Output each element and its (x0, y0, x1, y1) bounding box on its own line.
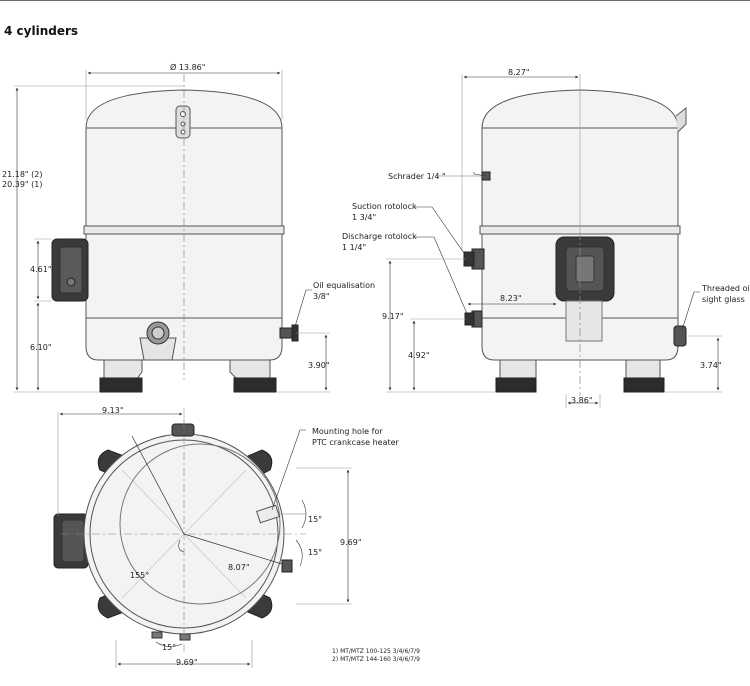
discharge-height-label: 4.92" (408, 351, 430, 360)
top-dome (119, 443, 281, 605)
mounting-hole-label: Mounting hole for (312, 427, 383, 436)
oil-equalisation-height-label: 3.90" (308, 361, 330, 370)
top-fitting (171, 423, 195, 437)
side-foot-left (495, 354, 537, 393)
side-view (463, 89, 687, 396)
front-height-label-2: 21.18" (2) (2, 170, 42, 179)
front-foot-right (229, 354, 277, 393)
main-angle-label: 155° (130, 571, 149, 580)
front-sight-glass (139, 321, 177, 361)
schrader-label: Schrader 1/4 " (388, 172, 446, 181)
box-offset-label: 3.86" (571, 396, 593, 405)
top-foot-ul (97, 449, 125, 477)
discharge-label: Discharge rotolock (342, 232, 417, 241)
sight-glass-label-2: sight glass (702, 295, 745, 304)
bottom-angle-label: 15° (162, 643, 176, 652)
top-foot-lr (247, 591, 273, 619)
discharge-rotolock (464, 310, 483, 328)
side-width-label: 8.27" (508, 68, 530, 77)
top-rule (0, 0, 750, 1)
side-lug (675, 106, 687, 133)
front-view (51, 74, 299, 393)
front-diameter-label: Ø 13.86" (170, 62, 205, 72)
front-dimensions (14, 70, 330, 393)
top-view (53, 420, 306, 652)
top-dimensions (57, 408, 352, 668)
sight-glass-height-label: 3.74" (700, 361, 722, 370)
ptc-heater-hole (256, 504, 280, 524)
suction-label: Suction rotolock (352, 202, 417, 211)
discharge-size-label: 1 1/4" (342, 243, 366, 252)
page-heading: 4 cylinders (4, 24, 79, 38)
oil-sight-glass (673, 325, 687, 347)
top-foot-ll (97, 591, 125, 619)
suction-size-label: 1 3/4" (352, 213, 376, 222)
terminal-box-base-label: 6.10" (30, 343, 52, 352)
angle-upper-label: 15° (308, 515, 322, 524)
top-width-bottom-label: 9.69" (176, 658, 198, 667)
top-right-fitting (281, 559, 293, 573)
oil-equalisation-size: 3/8" (313, 292, 330, 301)
sight-glass-label: Threaded oil (701, 284, 750, 293)
oil-equalisation-label: Oil equalisation (313, 281, 375, 290)
terminal-box (51, 238, 89, 302)
side-terminal-box (555, 236, 615, 342)
front-height-label-1: 20.39" (1) (2, 180, 42, 189)
discharge-offset-label: 8.23" (500, 294, 522, 303)
mounting-hole-label-2: PTC crankcase heater (312, 438, 400, 447)
front-foot-left (99, 354, 143, 393)
footnotes: 1) MT/MTZ 100-125 3/4/6/7/9 2) MT/MTZ 14… (332, 648, 420, 664)
suction-rotolock (463, 248, 485, 270)
top-offset-label: 9.13" (102, 406, 124, 415)
oil-equalisation-fitting (279, 324, 299, 342)
side-foot-right (623, 354, 665, 393)
footnote-1: 1) MT/MTZ 100-125 3/4/6/7/9 (332, 648, 420, 655)
footnote-2: 2) MT/MTZ 144-160 3/4/6/7/9 (332, 656, 420, 663)
suction-height-label: 9.17" (382, 312, 404, 321)
side-dimensions (386, 74, 722, 408)
terminal-box-height-label: 4.61" (30, 265, 52, 274)
top-foot-ur (247, 449, 273, 477)
top-width-right-label: 9.69" (340, 538, 362, 547)
radius-label: 8.07" (228, 563, 250, 572)
angle-lower-label: 15° (308, 548, 322, 557)
lifting-lug (175, 105, 191, 139)
